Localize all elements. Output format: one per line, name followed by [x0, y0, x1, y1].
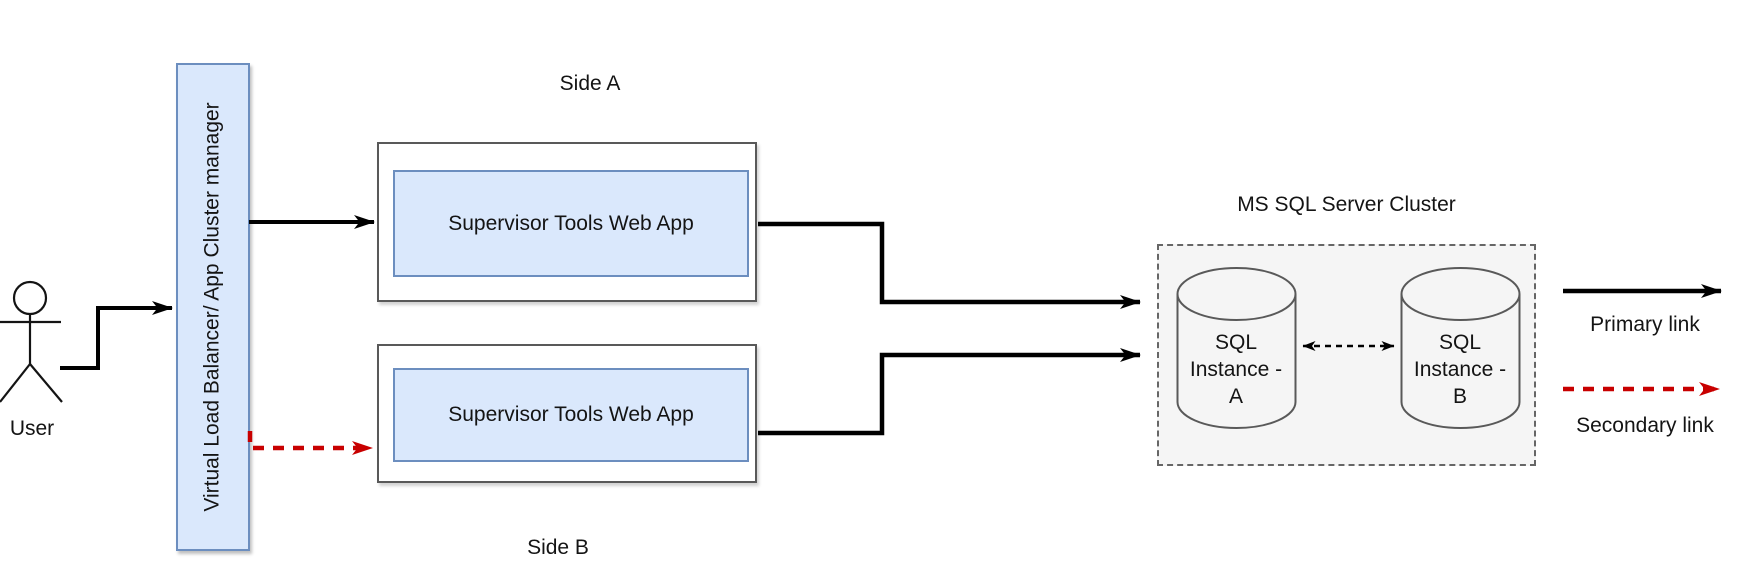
cylinder-rim — [1176, 293, 1297, 321]
user-to-lb-connector — [60, 301, 173, 370]
cylinder-body — [1176, 267, 1297, 429]
side-a-web-app-label: Supervisor Tools Web App — [448, 211, 694, 235]
sql-cluster-title: MS SQL Server Cluster — [1237, 193, 1456, 216]
side-b-to-cluster-connector — [758, 348, 1141, 436]
load-balancer-label: Virtual Load Balancer/ App Cluster manag… — [201, 102, 225, 512]
legend-primary-label: Primary link — [1590, 313, 1700, 336]
sql-instance-a-label: SQL Instance - A — [1189, 331, 1283, 408]
load-balancer-node: Virtual Load Balancer/ App Cluster manag… — [176, 63, 250, 551]
user-icon — [0, 280, 63, 403]
side-b-title: Side B — [527, 536, 589, 559]
lb-to-side-b-connector — [247, 431, 373, 455]
database-cylinder-icon — [1176, 267, 1297, 429]
cylinder-body — [1400, 267, 1521, 429]
legend-secondary-label: Secondary link — [1576, 414, 1714, 437]
side-b-web-app-node: Supervisor Tools Web App — [393, 368, 749, 462]
side-a-web-app-node: Supervisor Tools Web App — [393, 170, 749, 277]
side-b-web-app-label: Supervisor Tools Web App — [448, 403, 694, 426]
cylinder-rim — [1400, 293, 1521, 321]
sql-instance-b-label: SQL Instance - B — [1413, 331, 1507, 408]
side-a-title: Side A — [559, 72, 621, 95]
user-label: User — [9, 417, 55, 440]
side-a-to-cluster-connector — [758, 221, 1141, 309]
database-cylinder-icon — [1400, 267, 1521, 429]
